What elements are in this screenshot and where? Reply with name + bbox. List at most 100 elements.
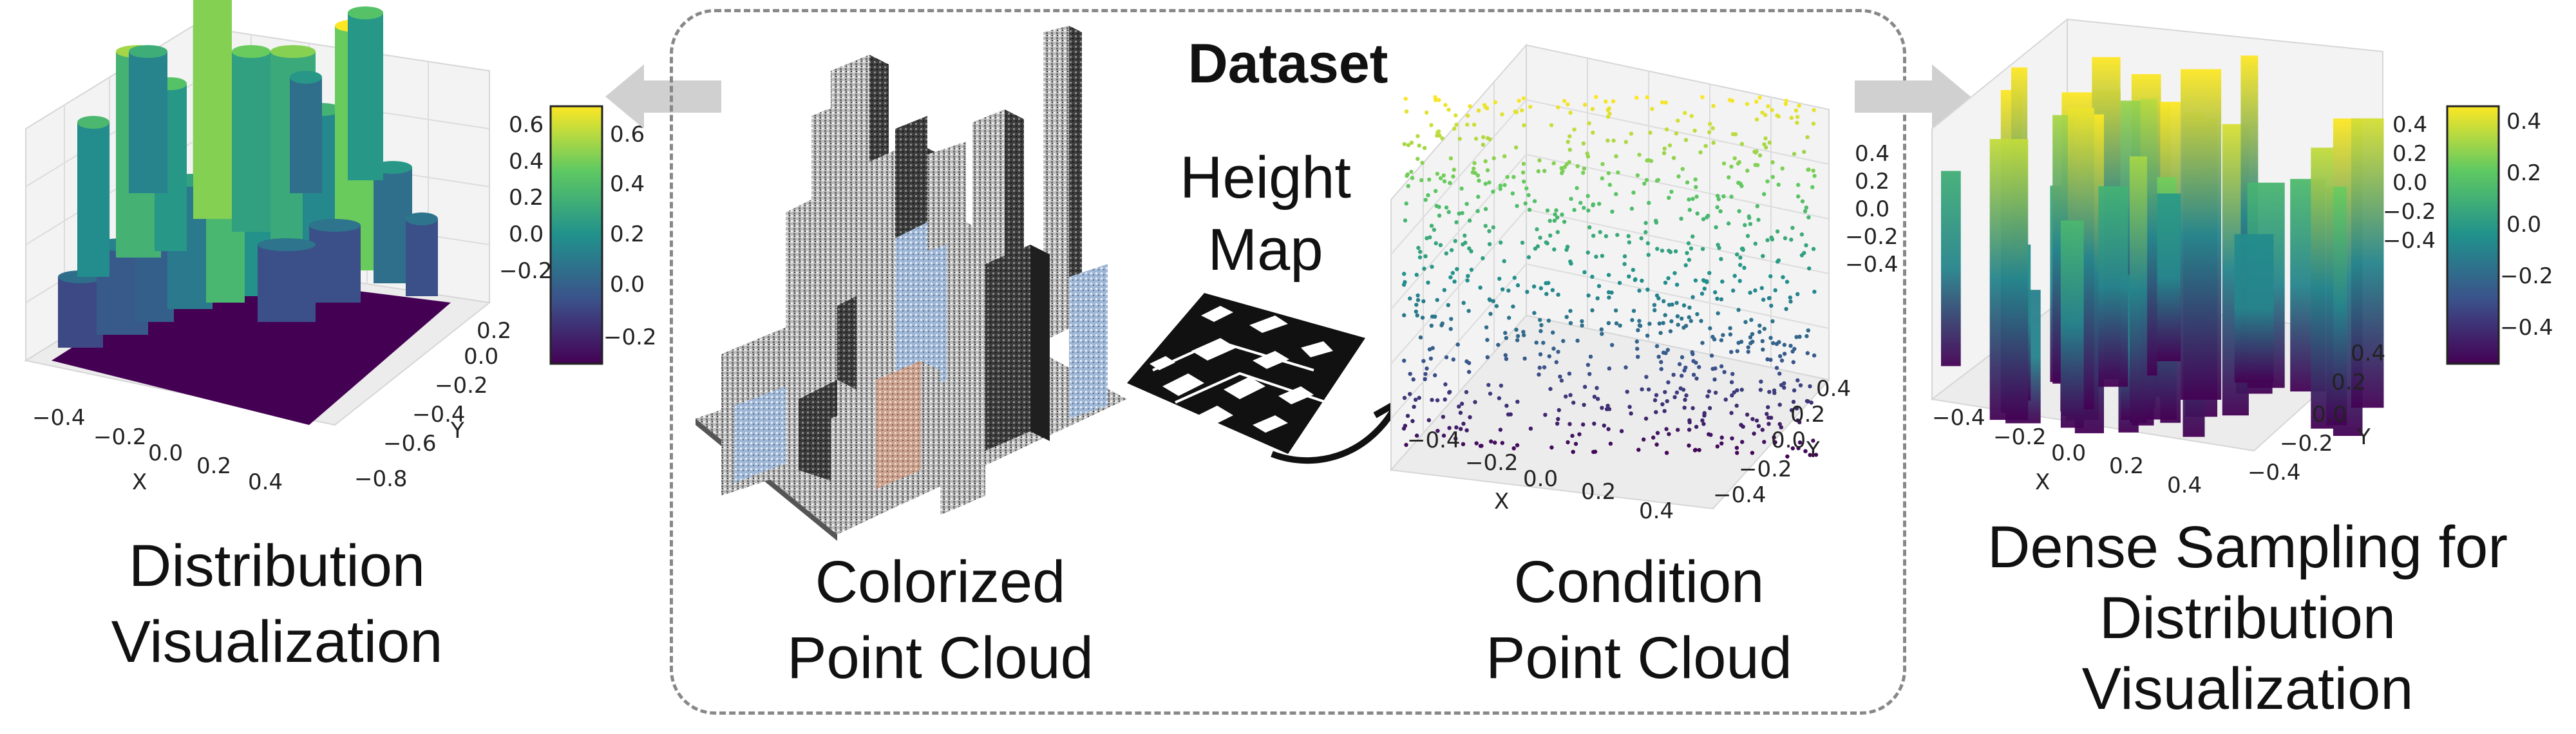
condition-point: [1647, 321, 1652, 326]
condition-point: [1403, 424, 1408, 428]
condition-point: [1662, 146, 1667, 151]
condition-point: [1646, 252, 1651, 257]
condition-point: [1405, 413, 1410, 419]
condition-point: [1780, 166, 1785, 171]
svg-text:−0.6: −0.6: [383, 431, 437, 456]
condition-point: [1687, 443, 1691, 448]
condition-point: [1523, 201, 1528, 206]
condition-point: [1748, 335, 1753, 339]
condition-point: [1757, 95, 1762, 100]
svg-text:0.0: 0.0: [2051, 440, 2086, 466]
condition-point: [1448, 275, 1453, 279]
condition-point: [1667, 196, 1671, 200]
condition-point: [1446, 303, 1450, 307]
condition-point: [1767, 390, 1772, 394]
condition-point: [1435, 297, 1439, 303]
condition-point: [1653, 308, 1657, 312]
condition-point: [1423, 198, 1428, 202]
condition-point: [1537, 158, 1542, 163]
condition-point: [1795, 292, 1800, 296]
condition-point: [1690, 295, 1695, 299]
condition-point: [1694, 194, 1699, 199]
condition-point: [1410, 419, 1415, 424]
condition-point: [1716, 311, 1720, 315]
condition-point: [1670, 302, 1674, 307]
condition-point: [1549, 123, 1554, 127]
condition-point: [1510, 191, 1515, 196]
condition-point: [1444, 205, 1449, 210]
condition-point: [1515, 283, 1520, 288]
condition-point: [1765, 179, 1770, 184]
condition-point: [1779, 425, 1783, 429]
condition-point: [1452, 126, 1457, 131]
svg-text:0.0: 0.0: [2312, 402, 2347, 428]
condition-point: [1441, 415, 1446, 419]
condition-point: [1466, 370, 1472, 374]
surface-column-15: [406, 219, 438, 296]
condition-point: [1537, 372, 1541, 377]
condition-point: [1799, 253, 1804, 258]
condition-point: [1487, 297, 1492, 302]
svg-text:−0.4: −0.4: [1845, 252, 1899, 278]
condition-point: [1485, 136, 1490, 140]
surface-column-top-6: [77, 116, 109, 129]
condition-point: [1458, 410, 1463, 415]
condition-point: [1669, 189, 1674, 194]
condition-point: [1789, 408, 1794, 413]
condition-point: [1549, 445, 1554, 450]
condition-point: [1430, 397, 1434, 402]
condition-point: [1640, 278, 1644, 283]
condition-point: [1773, 440, 1777, 445]
condition-point: [1637, 288, 1642, 293]
condition-point: [1689, 319, 1693, 323]
height-map-line1: Height: [1180, 145, 1351, 211]
condition-point: [1662, 151, 1667, 155]
condition-point: [1639, 236, 1643, 241]
svg-text:−0.4: −0.4: [32, 405, 86, 431]
condition-point: [1764, 145, 1768, 150]
condition-point: [1783, 102, 1788, 106]
condition-point: [1634, 339, 1639, 344]
condition-point: [1659, 360, 1663, 364]
condition-point: [1577, 432, 1582, 437]
condition-point: [1774, 366, 1779, 370]
condition-point: [1760, 339, 1765, 343]
condition-point: [1476, 194, 1481, 199]
condition-point: [1663, 313, 1667, 317]
condition-point: [1568, 393, 1573, 397]
condition-point: [1596, 284, 1602, 288]
condition-point: [1792, 151, 1797, 156]
condition-point: [1683, 263, 1688, 268]
condition-point: [1528, 104, 1533, 109]
condition-point: [1683, 111, 1687, 115]
condition-point: [1487, 180, 1492, 185]
condition-point: [1766, 422, 1771, 426]
condition-point: [1610, 343, 1615, 347]
condition-point: [1571, 400, 1576, 405]
condition-point: [1611, 99, 1616, 104]
condition-point: [1701, 217, 1706, 221]
condition-point: [1425, 110, 1429, 115]
condition-point: [1522, 179, 1526, 184]
condition-point: [1804, 399, 1810, 404]
condition-point: [1413, 397, 1418, 402]
condition-point: [1804, 334, 1809, 339]
condition-point: [1687, 420, 1692, 424]
condition-x-label: X: [1494, 489, 1509, 514]
condition-point: [1740, 440, 1745, 444]
condition-point: [1795, 115, 1800, 119]
condition-point: [1735, 388, 1739, 393]
condition-point: [1678, 386, 1683, 391]
condition-point: [1803, 209, 1808, 214]
condition-point: [1747, 216, 1752, 220]
condition-point: [1465, 113, 1470, 118]
condition-point: [1664, 127, 1669, 132]
condition-point: [1765, 238, 1770, 243]
condition-point: [1558, 374, 1562, 379]
condition-point: [1715, 444, 1719, 449]
condition-point: [1673, 249, 1678, 254]
condition-point: [1544, 281, 1548, 285]
condition-point: [1714, 225, 1718, 230]
svg-text:0.2: 0.2: [2506, 160, 2541, 186]
condition-point: [1685, 180, 1690, 185]
